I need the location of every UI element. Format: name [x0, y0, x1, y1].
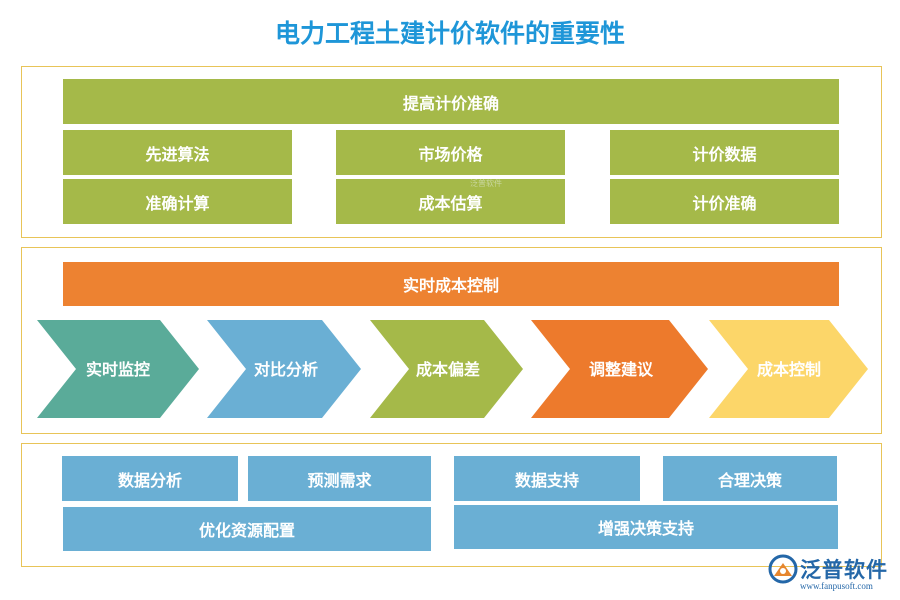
flow-step-shape-2	[370, 320, 523, 418]
watermark: 泛普软件	[470, 179, 502, 188]
flow-step-3: 调整建议	[531, 320, 708, 418]
decision-cell-enhance-support: 增强决策支持	[454, 505, 838, 549]
accuracy-cell-accurate-calc: 准确计算	[63, 179, 292, 224]
flow-step-1: 对比分析	[207, 320, 361, 418]
accuracy-cell-advanced-algorithm: 先进算法	[63, 130, 292, 175]
accuracy-cell-cost-estimate: 成本估算	[336, 179, 565, 224]
logo-url: www.fanpusoft.com	[800, 581, 873, 591]
cost-control-header: 实时成本控制	[63, 262, 839, 306]
decision-cell-forecast-demand: 预测需求	[248, 456, 431, 501]
flow-step-4: 成本控制	[709, 320, 868, 418]
accuracy-cell-market-price: 市场价格	[336, 130, 565, 175]
accuracy-cell-pricing-data: 计价数据	[610, 130, 839, 175]
flow-step-2: 成本偏差	[370, 320, 523, 418]
flow-step-label-0: 实时监控	[86, 360, 150, 379]
fanpu-logo-icon	[768, 554, 798, 584]
flow-step-shape-3	[531, 320, 708, 418]
page-title: 电力工程土建计价软件的重要性	[274, 19, 625, 48]
flow-step-shape-1	[207, 320, 361, 418]
flow-step-0: 实时监控	[37, 320, 199, 418]
flow-step-label-3: 调整建议	[589, 360, 654, 379]
decision-cell-data-support: 数据支持	[454, 456, 640, 501]
flow-step-label-2: 成本偏差	[416, 360, 480, 379]
decision-cell-optimize-resources: 优化资源配置	[63, 507, 431, 551]
accuracy-header: 提高计价准确	[63, 79, 839, 124]
decision-cell-data-analysis: 数据分析	[62, 456, 238, 501]
flow-step-shape-4	[709, 320, 868, 418]
accuracy-cell-pricing-accurate: 计价准确	[610, 179, 839, 224]
brand-logo: 泛普软件 www.fanpusoft.com	[768, 552, 892, 594]
flow-step-label-4: 成本控制	[757, 360, 821, 379]
flow-step-shape-0	[37, 320, 199, 418]
flow-step-label-1: 对比分析	[254, 360, 318, 379]
logo-name: 泛普软件	[800, 558, 888, 582]
decision-cell-rational-decision: 合理决策	[663, 456, 837, 501]
